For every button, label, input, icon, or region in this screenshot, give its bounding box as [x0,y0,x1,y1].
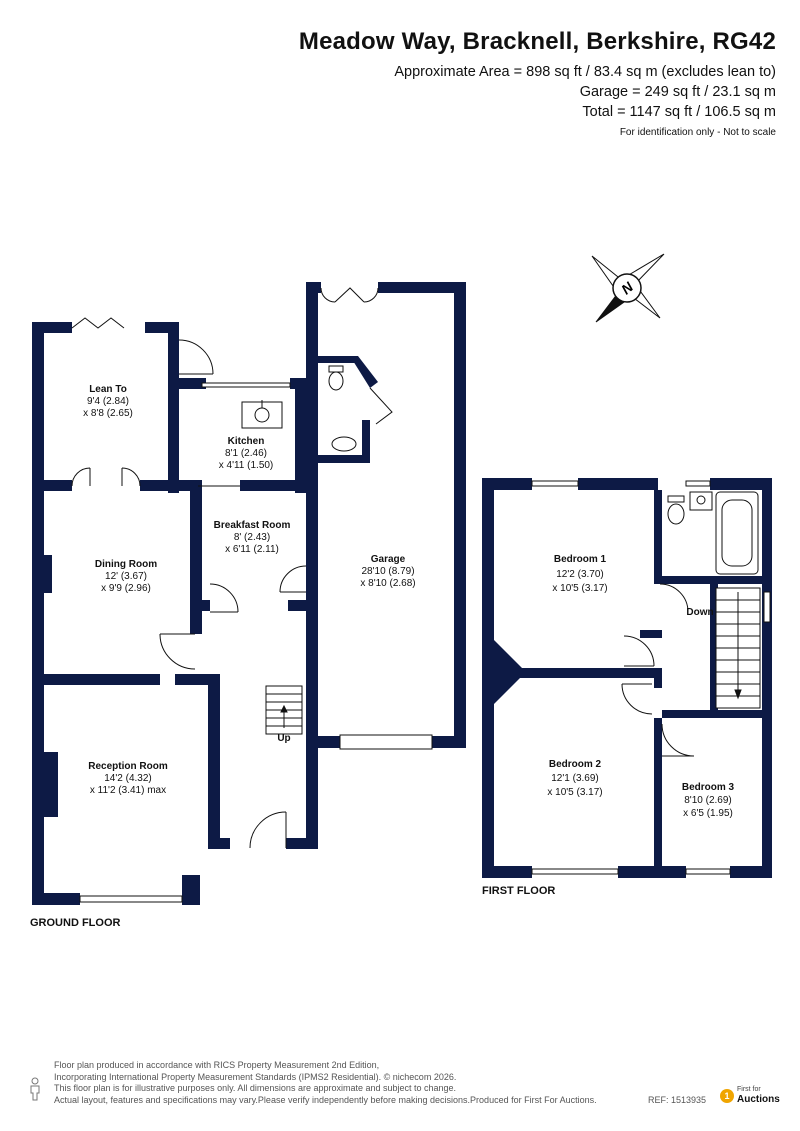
garage-area: Garage = 249 sq ft / 23.1 sq m [579,84,776,100]
disclaimer: Floor plan produced in accordance with R… [54,1060,597,1106]
room-dimension: 12' (3.67) [105,571,147,582]
compass-icon: N [591,253,665,323]
brand-name: Auctions [737,1094,780,1105]
first-floor-label: FIRST FLOOR [482,885,555,897]
total-area: Total = 1147 sq ft / 106.5 sq m [582,104,776,120]
room-dimension: x 11'2 (3.41) max [90,785,166,796]
room-name: Reception Room [88,761,168,772]
room-name: Garage [371,554,406,565]
brand-tagline: First for [737,1086,761,1093]
first-floor-fixtures [531,480,771,875]
person-icon [30,1077,40,1101]
room-dimension: 8' (2.43) [234,532,270,543]
disclaimer-line: Incorporating International Property Mea… [54,1071,457,1082]
disclaimer-line: Floor plan produced in accordance with R… [54,1060,380,1070]
room-dimension: x 6'5 (1.95) [683,808,733,819]
stairs-down-label: Down [686,607,713,618]
room-name: Bedroom 2 [549,759,602,770]
room-dimension: x 4'11 (1.50) [219,460,274,471]
ground-floor-labels: Lean To 9'4 (2.84) x 8'8 (2.65) Kitchen … [83,384,416,796]
room-dimension: 9'4 (2.84) [87,396,129,407]
room-dimension: 14'2 (4.32) [104,773,152,784]
brand-mark-icon: 1 [720,1089,734,1103]
room-dimension: x 10'5 (3.17) [552,583,607,594]
room-dimension: 12'2 (3.70) [556,569,604,580]
room-name: Lean To [89,384,127,395]
room-name: Kitchen [228,436,265,447]
first-floor-labels: Bedroom 1 12'2 (3.70) x 10'5 (3.17) Bedr… [547,554,734,819]
brand-logo: 1 First for Auctions [720,1086,780,1108]
room-dimension: x 8'10 (2.68) [360,578,415,589]
ground-floor-label: GROUND FLOOR [30,917,120,929]
disclaimer-line: This floor plan is for illustrative purp… [54,1083,457,1093]
area-summary: Approximate Area = 898 sq ft / 83.4 sq m… [394,64,776,80]
room-dimension: 8'1 (2.46) [225,448,267,459]
room-dimension: 8'10 (2.69) [684,795,732,806]
room-name: Bedroom 1 [554,554,607,565]
ground-floor-fixtures [71,287,433,903]
room-dimension: x 10'5 (3.17) [547,787,602,798]
stairs-up-label: Up [277,733,290,744]
ground-floor-walls [32,282,466,905]
room-name: Breakfast Room [214,520,291,531]
scale-note: For identification only - Not to scale [619,127,776,138]
reference-number: REF: 1513935 [648,1095,707,1105]
disclaimer-line: Actual layout, features and specificatio… [54,1094,597,1105]
first-floor-walls [482,478,772,878]
room-dimension: 12'1 (3.69) [551,773,599,784]
room-dimension: x 9'9 (2.96) [101,583,151,594]
page-title: Meadow Way, Bracknell, Berkshire, RG42 [298,28,776,55]
room-dimension: 28'10 (8.79) [361,566,414,577]
room-name: Dining Room [95,559,157,570]
room-name: Bedroom 3 [682,782,735,793]
room-dimension: x 6'11 (2.11) [225,544,279,555]
room-dimension: x 8'8 (2.65) [83,408,133,419]
